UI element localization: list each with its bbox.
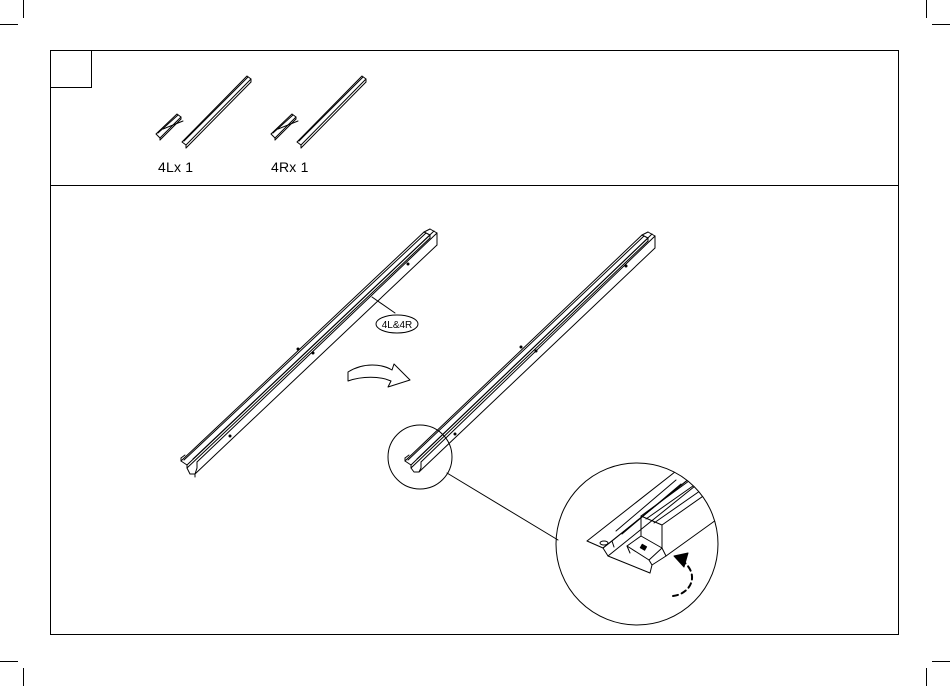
rail-part-icon — [156, 76, 251, 148]
rail-before — [181, 229, 437, 477]
rail-after — [405, 232, 655, 472]
arrow-right-icon — [348, 364, 410, 387]
rail-part-icon — [271, 76, 366, 148]
magnified-rail-end — [587, 468, 716, 573]
callout-label: 4L&4R — [382, 320, 413, 331]
magnifier-leader — [447, 473, 558, 540]
curved-dashed-arrow-icon — [673, 553, 692, 596]
callout-leader — [372, 297, 395, 313]
